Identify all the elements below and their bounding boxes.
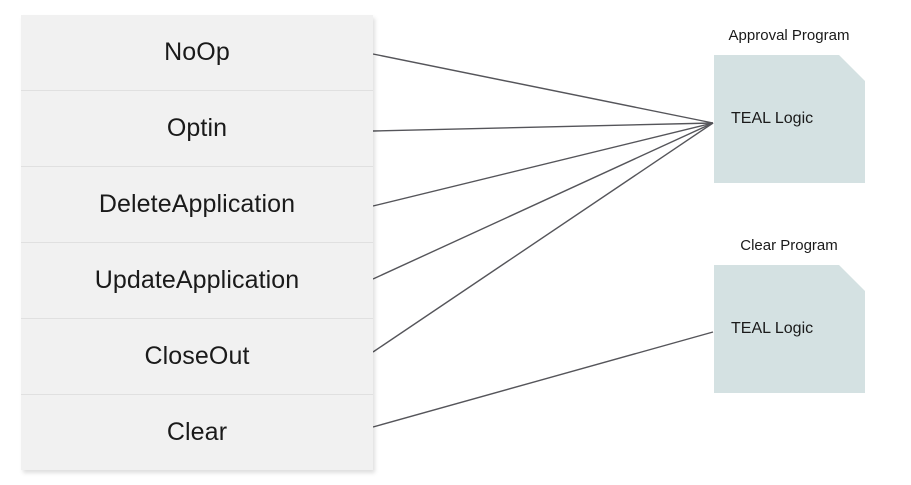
approval-program-group: Approval Program TEAL Logic (706, 28, 872, 183)
clear-program-group: Clear Program TEAL Logic (706, 238, 872, 393)
list-item-closeout[interactable]: CloseOut (21, 318, 373, 394)
list-item-label: NoOp (164, 38, 230, 66)
list-item-label: DeleteApplication (98, 190, 296, 218)
list-item-noop[interactable]: NoOp (21, 15, 373, 90)
clear-program-body-label: TEAL Logic (731, 320, 814, 337)
connector-noop (372, 53, 714, 124)
list-item-deleteapplication[interactable]: DeleteApplication (21, 166, 373, 242)
list-item-label: UpdateApplication (94, 266, 300, 294)
list-item-label: CloseOut (144, 342, 250, 370)
approval-program-box[interactable]: TEAL Logic (714, 55, 865, 183)
connector-updateapplication (372, 122, 714, 280)
connector-closeout (372, 122, 714, 353)
list-item-label: Clear (166, 418, 228, 446)
list-item-label: Optin (166, 114, 228, 142)
clear-program-title: Clear Program (740, 237, 838, 254)
approval-program-title: Approval Program (728, 27, 850, 44)
oncomplete-list: NoOp Optin DeleteApplication UpdateAppli… (21, 15, 373, 470)
list-item-clear[interactable]: Clear (21, 394, 373, 470)
approval-program-body-label: TEAL Logic (731, 110, 814, 127)
list-item-optin[interactable]: Optin (21, 90, 373, 166)
clear-program-box[interactable]: TEAL Logic (714, 265, 865, 393)
list-item-updateapplication[interactable]: UpdateApplication (21, 242, 373, 318)
connector-optin (372, 122, 714, 132)
connector-clear (372, 331, 714, 428)
connector-deleteapplication (372, 122, 714, 207)
